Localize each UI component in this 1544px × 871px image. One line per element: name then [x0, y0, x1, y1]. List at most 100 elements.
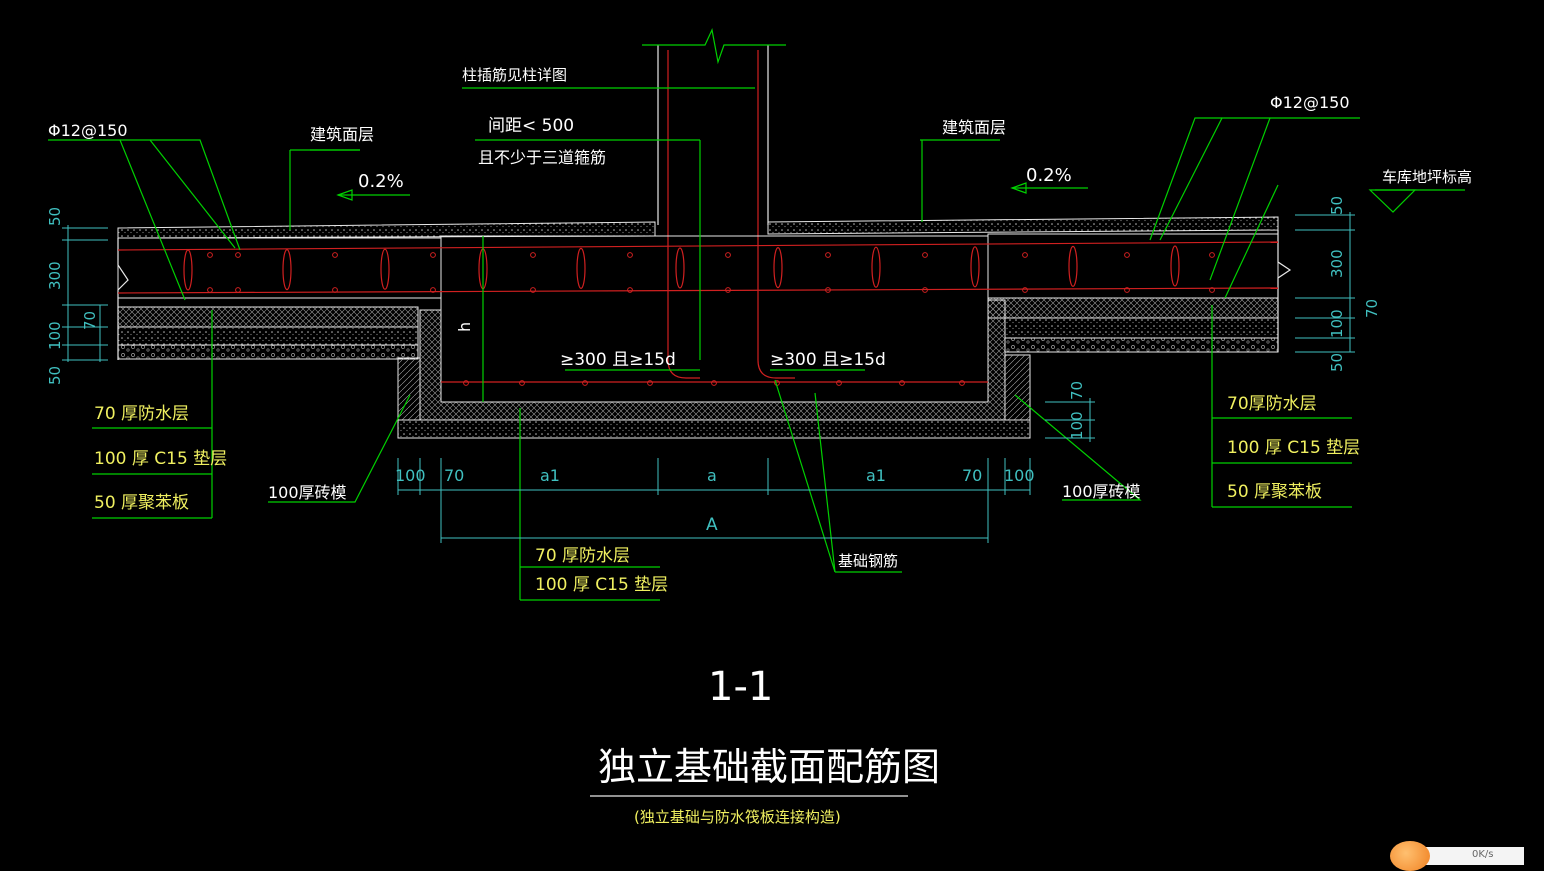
- footing: [397, 235, 1031, 439]
- rebar-tie: [1068, 245, 1078, 287]
- rebar-dot: [1022, 252, 1028, 258]
- rebar-dot: [647, 380, 653, 386]
- rebar-dot: [332, 252, 338, 258]
- footing-dim-2: 100: [1068, 411, 1086, 440]
- rebar-dot: [725, 252, 731, 258]
- hdim-6: 70: [962, 466, 982, 485]
- bottom-layer-1: 70 厚防水层: [535, 546, 630, 566]
- h-label: h: [455, 322, 474, 332]
- right-vertical-dims: [1295, 212, 1355, 353]
- left-layer-3: 50 厚聚苯板: [94, 493, 189, 513]
- left-dim-5: 50: [46, 366, 64, 385]
- leaders: [48, 87, 1465, 601]
- anchor-left-label: ≥300 且≥15d: [560, 350, 676, 370]
- right-layer-2: 100 厚 C15 垫层: [1227, 438, 1360, 458]
- rebar-dot: [825, 252, 831, 258]
- hdim-1: 100: [395, 466, 426, 485]
- drawing-title: 独立基础截面配筋图: [598, 745, 940, 789]
- rebar-dot: [519, 380, 525, 386]
- rebar-dot: [899, 380, 905, 386]
- right-layer-3: 50 厚聚苯板: [1227, 482, 1322, 502]
- rebar-dot: [430, 252, 436, 258]
- rebar-dot: [235, 287, 241, 293]
- rebar-dot: [207, 252, 213, 258]
- right-dim-3: 100: [1328, 309, 1346, 338]
- footing-vertical-dims: [1045, 398, 1095, 442]
- rebar-dot: [463, 380, 469, 386]
- column-rebar-note: 柱插筋见柱详图: [462, 66, 567, 84]
- left-dim-2: 300: [46, 261, 64, 290]
- rebar-dot: [836, 380, 842, 386]
- rebar-dot: [1124, 252, 1130, 258]
- right-brick-label: 100厚砖模: [1062, 482, 1141, 501]
- rebar-dot: [1124, 287, 1130, 293]
- left-slab: [117, 221, 656, 360]
- annotations: 柱插筋见柱详图 间距< 500 且不少于三道箍筋 Φ12@150 Φ12@150…: [46, 66, 1472, 826]
- base-rebar-label: 基础钢筋: [838, 552, 898, 570]
- rebar-dot: [725, 287, 731, 293]
- anchor-right-label: ≥300 且≥15d: [770, 350, 886, 370]
- left-vertical-dims: [62, 225, 108, 362]
- rebar-tie: [183, 249, 193, 291]
- left-finish-label: 建筑面层: [310, 125, 374, 144]
- left-layer-2: 100 厚 C15 垫层: [94, 449, 227, 469]
- right-slab: [767, 216, 1292, 353]
- rebar-dot: [627, 287, 633, 293]
- rebar-dot: [207, 287, 213, 293]
- right-rebar-label: Φ12@150: [1270, 93, 1350, 112]
- right-dim-2: 300: [1328, 249, 1346, 278]
- right-dim-5: 70: [1363, 299, 1381, 318]
- rebar-dot: [711, 380, 717, 386]
- speed-widget[interactable]: 0K/s: [1390, 841, 1524, 871]
- rebar-tie: [675, 247, 685, 289]
- rebar-tie: [576, 247, 586, 289]
- rebar-tie: [773, 247, 783, 289]
- right-finish-label: 建筑面层: [942, 118, 1006, 137]
- right-layer-1: 70厚防水层: [1227, 394, 1317, 414]
- left-brick-label: 100厚砖模: [268, 483, 347, 502]
- left-dim-4: 100: [46, 321, 64, 350]
- rebar-dot: [1022, 287, 1028, 293]
- rebar-dot: [959, 380, 965, 386]
- left-dim-1: 50: [46, 207, 64, 226]
- garage-level-label: 车库地坪标高: [1382, 168, 1472, 186]
- rebar-dot: [922, 287, 928, 293]
- slab-rebar: [117, 241, 1279, 386]
- overall-dim: A: [706, 515, 718, 535]
- left-rebar-label: Φ12@150: [48, 121, 128, 140]
- hdim-5: a1: [866, 466, 886, 485]
- spacing-note-1: 间距< 500: [488, 116, 574, 136]
- rebar-tie: [282, 249, 292, 291]
- rebar-dot: [627, 252, 633, 258]
- speed-ball-icon[interactable]: [1390, 841, 1430, 871]
- rebar-dot: [825, 287, 831, 293]
- right-dim-4: 50: [1328, 353, 1346, 372]
- bottom-layer-2: 100 厚 C15 垫层: [535, 575, 668, 595]
- horizontal-dims: [397, 458, 1031, 543]
- rebar-tie: [1170, 245, 1180, 287]
- spacing-note-2: 且不少于三道箍筋: [478, 148, 606, 167]
- hdim-7: 100: [1004, 466, 1035, 485]
- rebar-dot: [922, 252, 928, 258]
- left-dim-3: 70: [81, 311, 99, 330]
- rebar-tie: [380, 248, 390, 290]
- rebar-tie: [970, 246, 980, 288]
- hdim-3: a1: [540, 466, 560, 485]
- rebar-tie: [871, 246, 881, 288]
- hdim-4: a: [707, 466, 717, 485]
- rebar-dot: [530, 252, 536, 258]
- rebar-dot: [530, 287, 536, 293]
- section-mark: 1-1: [708, 664, 773, 710]
- right-dim-1: 50: [1328, 196, 1346, 215]
- rebar-dot: [235, 252, 241, 258]
- right-slope-label: 0.2%: [1026, 165, 1072, 186]
- left-layer-1: 70 厚防水层: [94, 404, 189, 424]
- left-slope-label: 0.2%: [358, 171, 404, 192]
- rebar-dot: [1209, 252, 1215, 258]
- drawing-subtitle: (独立基础与防水筏板连接构造): [634, 808, 841, 826]
- speed-text: 0K/s: [1472, 849, 1494, 860]
- rebar-dot: [332, 287, 338, 293]
- rebar-dot: [582, 380, 588, 386]
- rebar-dot: [1209, 287, 1215, 293]
